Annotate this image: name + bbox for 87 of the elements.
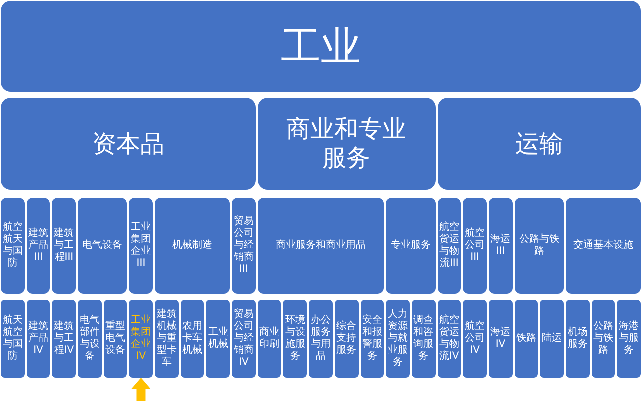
category-label: 资本品 (92, 130, 164, 158)
category-label: 航空公司III (464, 228, 486, 264)
category-box (1, 1, 641, 92)
category-box (155, 300, 179, 378)
category-label: 专业服务 (390, 240, 431, 252)
category-box (488, 300, 513, 378)
category-box (129, 198, 154, 294)
category-label: 运输 (515, 130, 564, 158)
category-box (26, 198, 50, 294)
category-label: 航空货运与物流IV (438, 315, 460, 363)
category-box (334, 300, 358, 378)
category-label: 建筑产品IV (28, 321, 50, 357)
category-label: 重型电气设备 (104, 321, 127, 357)
arrow (132, 378, 151, 401)
category-box (386, 198, 436, 294)
category-label: 商业和专业服务 (286, 115, 408, 173)
category-label: 工业机械 (207, 327, 230, 351)
category-label: 建筑与工程IV (53, 321, 76, 357)
category-label: 贸易公司与经销商III (232, 216, 255, 276)
category-box (514, 300, 538, 378)
category-box (438, 300, 462, 378)
category-box (52, 198, 76, 294)
category-box (258, 300, 282, 378)
category-box (514, 198, 564, 294)
category-label: 安全和报警服务 (361, 315, 384, 363)
category-box (463, 198, 487, 294)
category-box (78, 198, 128, 294)
category-box (283, 300, 308, 378)
category-box (566, 300, 590, 378)
category-box (360, 300, 384, 378)
category-box (309, 300, 333, 378)
category-label: 陆运 (542, 333, 562, 345)
category-label: 建筑产品III (28, 228, 50, 264)
category-box (26, 300, 50, 378)
category-label: 铁路 (516, 333, 536, 345)
category-label: 建筑机械与重型卡车 (156, 309, 178, 369)
category-label: 海港与服务 (618, 321, 640, 357)
category-label: 办公服务与用品 (310, 315, 332, 363)
category-label: 商业印刷 (258, 327, 281, 351)
category-box (488, 198, 513, 294)
category-box (386, 300, 410, 378)
category-box (129, 300, 154, 378)
category-label: 机场服务 (566, 327, 589, 351)
category-label: 工业集团企业IV (130, 315, 152, 363)
category-box (438, 198, 462, 294)
category-label: 交通基本设施 (573, 240, 634, 252)
category-label: 综合支持服务 (336, 321, 358, 357)
category-box (258, 98, 436, 190)
category-label: 航天航空与国防 (2, 315, 24, 363)
category-box (78, 300, 102, 378)
category-box (206, 300, 230, 378)
category-box (104, 300, 128, 378)
category-label: 工业集团企业III (130, 222, 152, 270)
category-label: 商业服务和商业用品 (276, 240, 366, 252)
category-box (232, 300, 256, 378)
category-label: 航空航天与国防 (2, 222, 24, 270)
category-box (412, 300, 436, 378)
category-box (180, 300, 204, 378)
category-box (540, 300, 564, 378)
category-box (258, 198, 384, 294)
category-box (232, 198, 256, 294)
category-label: 航空公司IV (464, 321, 486, 357)
category-box (1, 98, 256, 190)
category-box (617, 300, 641, 378)
category-box (1, 300, 25, 378)
category-box (1, 198, 25, 294)
category-label: 建筑与工程III (53, 228, 76, 264)
category-label: 电气设备 (82, 240, 123, 252)
category-label: 贸易公司与经销商IV (232, 309, 255, 369)
category-label: 公路与铁路 (592, 321, 614, 357)
category-box (592, 300, 616, 378)
category-box (438, 98, 641, 190)
category-box (463, 300, 487, 378)
category-label: 调查和咨询服务 (412, 315, 435, 363)
category-box (52, 300, 76, 378)
category-label: 人力资源与就业服务 (387, 309, 410, 369)
category-label: 环境与设施服务 (284, 315, 306, 363)
category-box (566, 198, 641, 294)
category-label: 机械制造 (172, 240, 213, 252)
category-label: 公路与铁路 (518, 234, 560, 258)
category-label: 海运IV (490, 327, 512, 351)
category-label: 航空货运与物流III (438, 222, 460, 270)
category-label: 电气部件与设备 (78, 315, 101, 363)
category-label: 工业 (281, 22, 361, 70)
category-box (155, 198, 230, 294)
category-label: 海运III (490, 234, 512, 258)
category-label: 农用卡车机械 (182, 321, 204, 357)
